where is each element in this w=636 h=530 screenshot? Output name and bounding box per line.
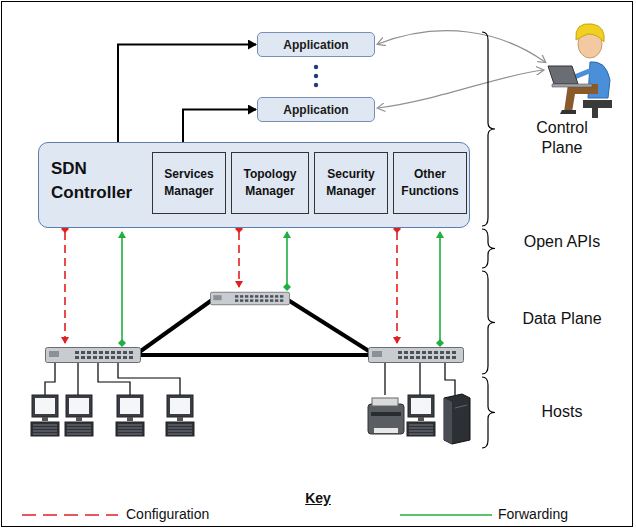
forwarding-arrow [122,232,440,342]
plane-label: Data Plane [520,309,604,329]
switch [46,292,464,362]
function-box: Topology Manager [231,152,309,214]
controller-title: SDN Controller [51,157,159,205]
legend-text: Configuration [126,506,209,522]
user-arrow [378,31,545,108]
user-figure [548,24,612,118]
legend-title: Key [288,488,348,508]
connector-arrow [183,110,256,143]
bracket [482,32,495,448]
function-box: Security Manager [314,152,388,214]
box-label: Topology Manager [235,166,305,200]
legend-text: Forwarding [498,506,568,522]
configuration-arrow [65,232,397,343]
controller-box: SDN ControllerServices Manager Topology M… [38,142,470,228]
host-wires [45,363,455,395]
box-label: Other Functions [397,166,463,200]
box-label: Application [283,38,348,52]
function-box: Services Manager [152,152,226,214]
ellipsis-dots [314,65,318,87]
forwarding-diamond [118,283,444,347]
plane-label: Open APIs [520,232,604,252]
connector-arrow [118,45,256,143]
server [444,394,470,444]
legend-sample [22,515,492,516]
network-links [138,300,372,355]
application-box: Application [257,97,375,122]
box-label: Security Manager [318,166,384,200]
function-box: Other Functions [393,152,467,214]
plane-label: Hosts [520,402,604,422]
box-label: Services Manager [156,166,222,200]
box-label: Application [283,103,348,117]
printer [368,398,404,434]
host-computer [31,395,435,436]
plane-label: Control Plane [520,118,604,158]
application-box: Application [257,32,375,57]
